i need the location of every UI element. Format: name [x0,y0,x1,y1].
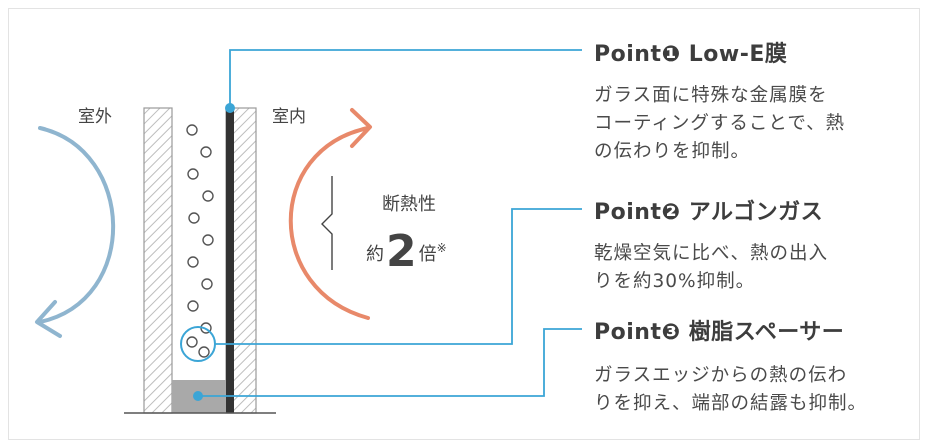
insulation-brace [321,176,333,270]
argon-bubble [202,190,214,202]
point-1-description: ガラス面に特殊な金属膜を コーティングすることで、熱 の伝わりを抑制。 [594,85,846,162]
point-1-title: Point❶ Low-E膜 [594,42,788,67]
leader-line-low-e [229,49,582,108]
argon-bubble [186,336,198,348]
argon-bubble [188,212,200,224]
argon-gas-bubbles [186,124,214,358]
leader-line-argon [215,208,582,345]
argon-bubble [187,256,199,268]
low-e-layer [226,108,234,413]
leader-dot-spacer [193,391,203,401]
indoor-heat-arrow [288,126,370,320]
argon-highlight-circle [180,326,216,362]
outdoor-heat-arrow [38,126,116,324]
insulation-prefix: 約 [366,244,384,265]
insulation-note-mark: ※ [436,241,447,255]
leader-dot-low-e [225,103,235,113]
diagram-frame [8,8,920,440]
point-2-description: 乾燥空気に比べ、熱の出入 りを約30%抑制。 [594,243,829,292]
outdoor-label: 室外 [78,107,112,127]
argon-bubble [200,146,212,158]
point-2-title: Point❷ アルゴンガス [594,200,824,225]
indoor-arrow-head [350,108,372,148]
point-3-description: ガラスエッジからの熱の伝わ りを抑え、端部の結露も抑制。 [594,365,868,414]
insulation-title: 断熱性 [382,194,436,215]
indoor-label: 室内 [272,107,306,127]
point-3-title: Point❸ 樹脂スペーサー [594,320,845,345]
outer-glass-pane [143,107,173,414]
leader-line-spacer [198,328,582,397]
argon-bubble [187,300,199,312]
argon-bubble [187,168,199,180]
argon-bubble [201,278,213,290]
insulation-multiplier: 2 [386,226,417,277]
argon-bubble [186,124,198,136]
argon-bubble [198,346,210,358]
argon-bubble [202,234,214,246]
outdoor-arrow-head [35,300,62,338]
insulation-suffix: 倍 [418,244,437,265]
